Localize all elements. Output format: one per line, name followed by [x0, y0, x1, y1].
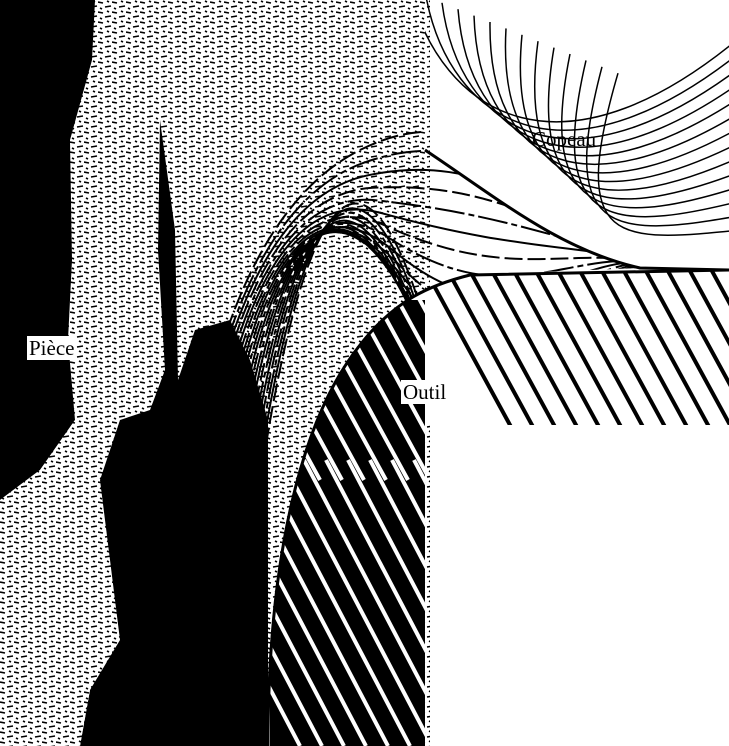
tool-label: Outil [401, 380, 448, 404]
chip-line [535, 41, 729, 190]
hatch-line [458, 460, 608, 746]
chip-line [505, 28, 729, 172]
chip-label: Copeau [530, 127, 598, 151]
chip-line [474, 16, 729, 156]
chip-line [426, 0, 729, 130]
workpiece-label: Pièce [27, 336, 76, 360]
chip-line [598, 73, 729, 235]
chip-line [442, 3, 729, 139]
chip-lines [410, 0, 729, 235]
hatch-line [414, 460, 564, 746]
chip-line [490, 22, 729, 164]
hatch-line [436, 460, 586, 746]
